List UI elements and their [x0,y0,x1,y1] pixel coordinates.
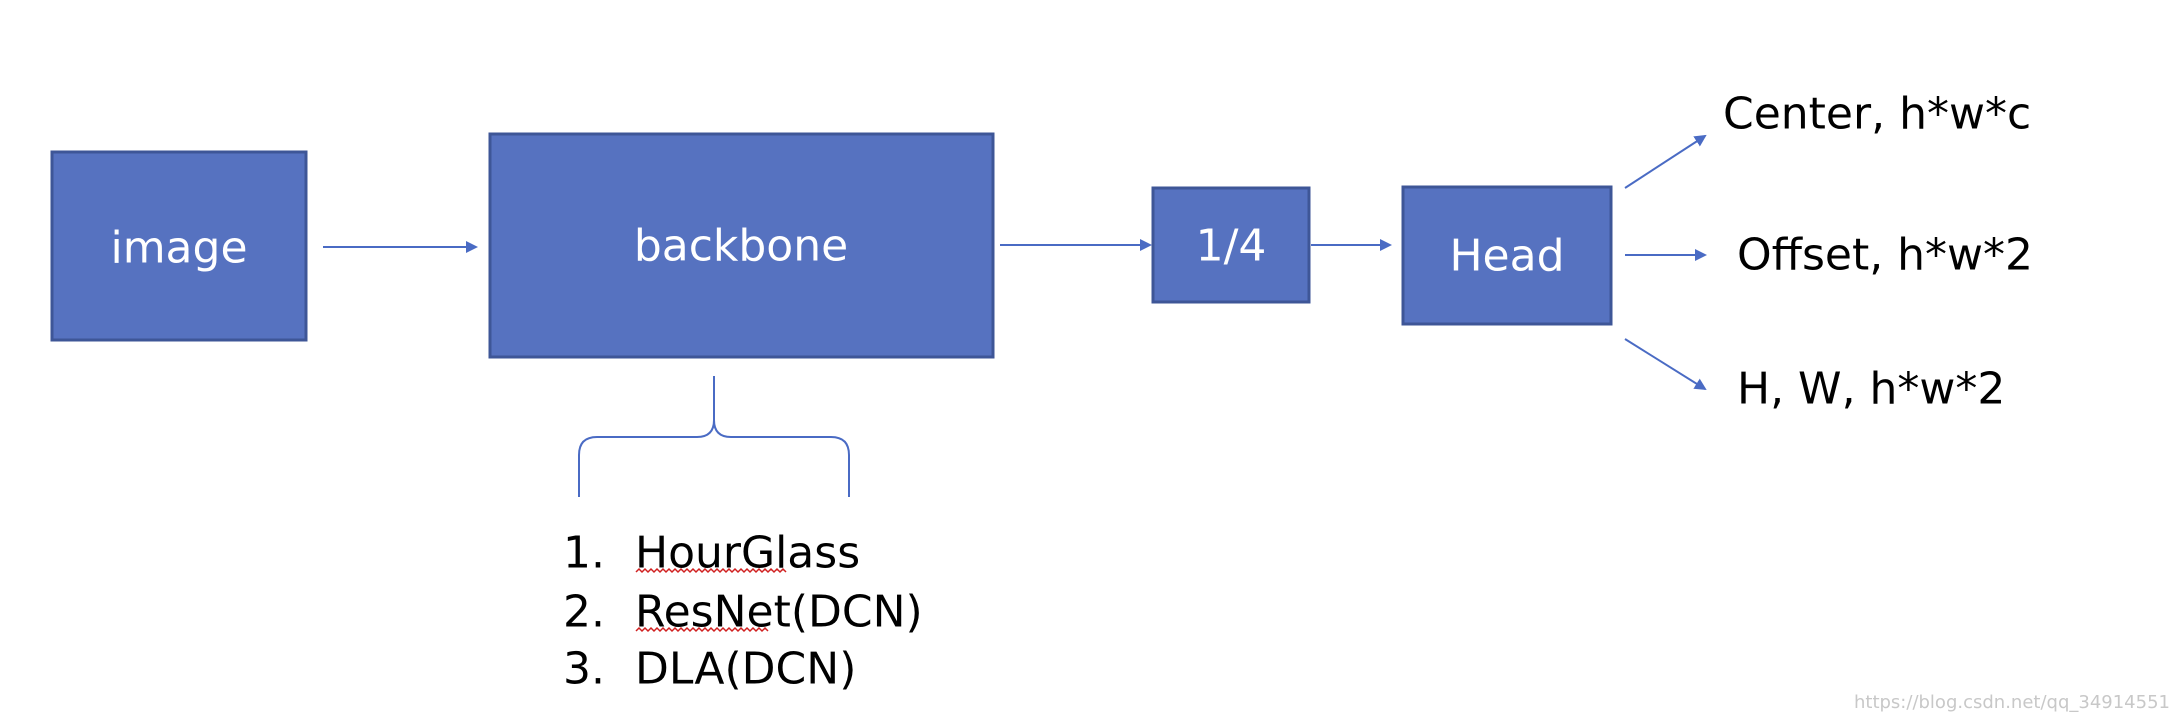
quarter-resolution-node: 1/4 [1151,186,1311,304]
image-node: image [50,150,308,342]
list-item-number: 3. [563,644,605,695]
backbone-node-label: backbone [634,221,848,272]
backbone-options-brace [578,376,850,497]
spellcheck-underline [635,626,769,633]
list-item-number: 2. [563,587,605,638]
watermark-text: https://blog.csdn.net/qq_34914551 [1854,692,2170,713]
output-center-label: Center, h*w*c [1723,89,2031,140]
head-node-label: Head [1449,231,1564,282]
spellcheck-underline [635,567,787,574]
list-item-dla: DLA(DCN) [635,644,856,695]
output-offset-label: Offset, h*w*2 [1737,230,2033,281]
arrow-head-to-center [1624,134,1707,189]
image-node-label: image [110,223,247,274]
list-item-hourglass: HourGlass [635,528,860,579]
list-item-number: 1. [563,528,605,579]
quarter-resolution-label: 1/4 [1196,221,1267,272]
output-size-label: H, W, h*w*2 [1737,364,2005,415]
arrow-head-to-size [1624,338,1707,391]
backbone-node: backbone [488,132,995,359]
head-node: Head [1401,185,1613,326]
backbone-options-list: 1. HourGlass 2. ResNet(DCN) 3. DLA(DCN) [563,528,923,695]
